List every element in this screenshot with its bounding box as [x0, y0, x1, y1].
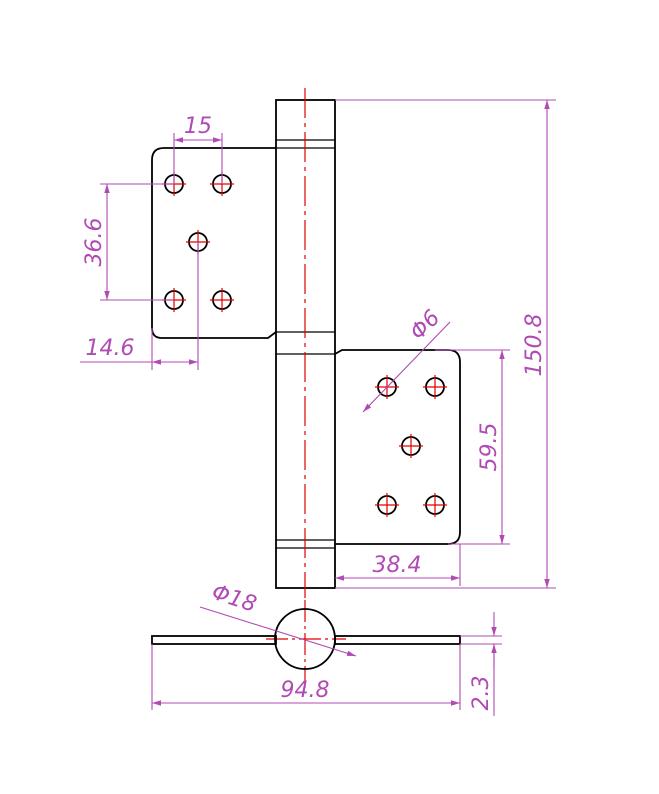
dim-thickness: 2.3: [469, 676, 494, 711]
dim-hole-spacing: 15: [184, 114, 212, 139]
dim-edge-offset: 14.6: [86, 336, 135, 361]
dimension-lines: [80, 99, 556, 716]
dim-vertical-hole-spacing: 36.6: [82, 218, 107, 267]
dim-total-height: 150.8: [522, 314, 547, 377]
dim-overall-width: 94.8: [281, 678, 330, 703]
upper-leaf: [151, 147, 277, 339]
end-view: [151, 608, 461, 670]
dim-lower-hole-spacing: 59.5: [477, 423, 502, 472]
dimension-labels: 15 36.6 14.6 Φ6 150.8 59.5 38.4 Φ18 94.8…: [82, 114, 547, 711]
dim-hole-diameter: Φ6: [405, 305, 445, 345]
lower-leaf: [334, 349, 461, 545]
centerlines: [162, 88, 447, 690]
dim-leaf-width: 38.4: [373, 553, 422, 578]
